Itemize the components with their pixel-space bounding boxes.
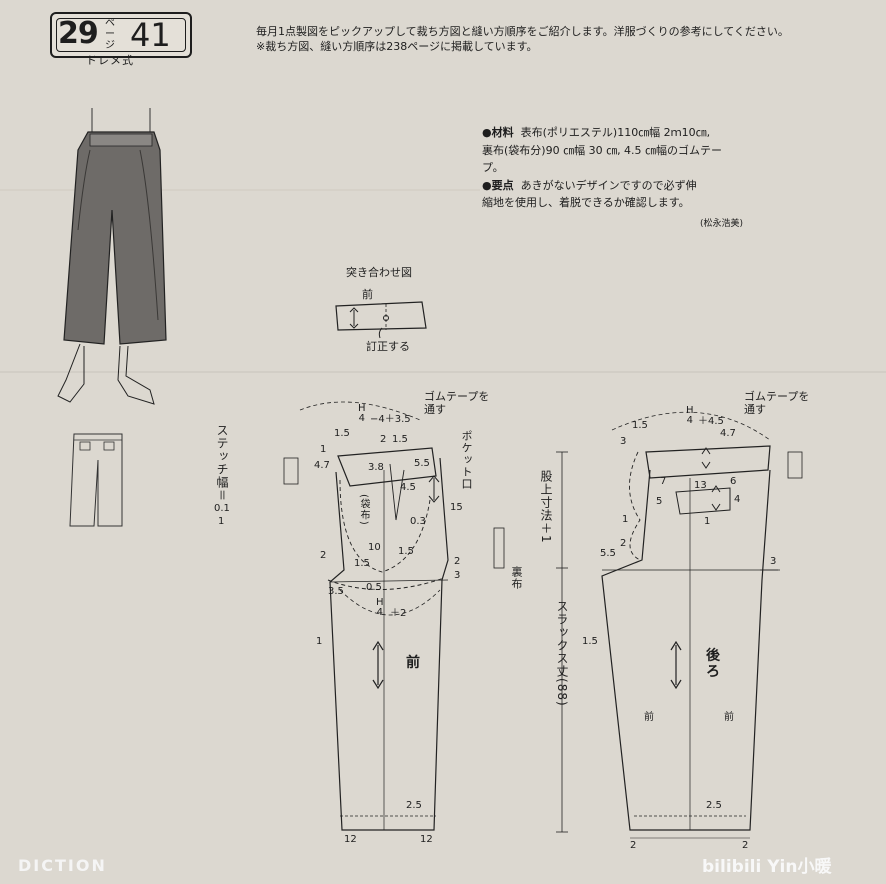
page-kana: ペ ー ジ <box>105 18 115 51</box>
back-m-2-c: 2 <box>742 840 749 851</box>
back-m-2-a: 2 <box>630 840 637 851</box>
materials-line-1: 表布(ポリエステル)110㎝幅 2ｍ10㎝, <box>520 126 711 139</box>
keypoints-line-1: あきがないデザインですので必ず伸 <box>520 178 697 192</box>
front-m-2-a: 2 <box>380 434 387 445</box>
back-waist-formula: H 4 <box>686 406 694 426</box>
back-m-13: 13 <box>694 480 707 491</box>
front-pocket-label: ポケット口 <box>460 430 473 490</box>
front-hip-rest: ＋2 <box>390 608 407 619</box>
joint-front: 前 <box>362 288 373 301</box>
intro-line-1: 毎月1点製図をピックアップして裁ち方図と縫い方順序をご紹介します。洋服づくりの参… <box>256 25 789 38</box>
front-lining: 裏布 <box>510 566 523 590</box>
back-m-4: 4 <box>734 494 741 505</box>
pattern-number: 41 <box>130 16 171 54</box>
back-title: 後ろ <box>706 648 720 680</box>
front-m-1-a: 1 <box>320 444 327 455</box>
front-waist-rest: −4＋3.5 <box>370 414 411 425</box>
front-m-4-7: 4.7 <box>314 460 330 471</box>
back-waist-4: 4 <box>686 415 693 426</box>
front-m-12-b: 12 <box>420 834 433 845</box>
joint-title: 突き合わせ図 <box>346 266 412 279</box>
back-front-ref-2: 前 <box>724 712 734 723</box>
materials-line-2: 裏布(袋布分)90 ㎝幅 30 ㎝, 4.5 ㎝幅のゴムテー <box>482 143 723 157</box>
stitch-label: ステッチ幅＝ <box>214 424 231 502</box>
length-measure: スラックス丈(88) <box>555 600 569 707</box>
front-waist-4: 4 <box>358 413 365 424</box>
length-label: スラックス丈 <box>555 600 569 678</box>
materials-block: ●材料 表布(ポリエステル)110㎝幅 2ｍ10㎝, 裏布(袋布分)90 ㎝幅 … <box>482 124 782 212</box>
keypoints-line-2: 縮地を使用し、着脱できるか確認します。 <box>482 196 690 209</box>
stitch-label-text: ステッチ幅＝ <box>215 424 229 503</box>
intro-line-2: ※裁ち方図、縫い方順序は238ページに掲載しています。 <box>256 40 538 53</box>
back-m-6: 6 <box>730 476 737 487</box>
back-m-5-5: 5.5 <box>600 548 616 559</box>
magazine-name: ドレメ式 <box>86 54 134 67</box>
back-m-3: 3 <box>620 436 627 447</box>
back-pattern-piece <box>601 411 803 839</box>
front-m-1-b: 1 <box>316 636 323 647</box>
page-number: 29 <box>58 16 99 51</box>
back-m-1-a: 1 <box>704 516 711 527</box>
front-m-1-5-b: 1.5 <box>392 434 408 445</box>
front-m-2-c: 2 <box>454 556 461 567</box>
front-m-15: 15 <box>450 502 463 513</box>
back-m-2-5: 2.5 <box>706 800 722 811</box>
keypoints-label: ●要点 <box>482 178 514 192</box>
front-bag-cloth: (袋布) <box>358 494 369 526</box>
front-m-3-5: 3.5 <box>328 586 344 597</box>
watermark-left: DICTION <box>18 856 107 875</box>
page-badge: 29 ペ ー ジ 41 <box>50 12 192 58</box>
stitch-value-2: 1 <box>218 516 225 527</box>
back-m-3-b: 3 <box>770 556 777 567</box>
pants-illustration <box>57 108 167 405</box>
front-m-10: 10 <box>368 542 381 553</box>
materials-label: ●材料 <box>482 126 514 139</box>
joint-adjust: 訂正する <box>366 340 410 353</box>
length-value: 88 <box>555 683 569 701</box>
crotch-measure: 股上寸法＋1 <box>539 470 553 544</box>
front-m-3-8: 3.8 <box>368 462 384 473</box>
front-m-1-5-d: 1.5 <box>354 558 370 569</box>
stitch-value-1: 0.1 <box>214 503 230 514</box>
front-hip-formula: H 4 <box>376 598 384 618</box>
front-waist-formula: H 4 <box>358 404 366 424</box>
front-waist-h: H <box>358 403 366 414</box>
front-m-1-5-a: 1.5 <box>334 428 350 439</box>
author: (松永浩美) <box>700 219 744 229</box>
watermark-right: bilibili Yin小暖 <box>702 857 832 877</box>
back-front-ref-1: 前 <box>644 712 654 723</box>
back-rubber-note: ゴムテープを 通す <box>744 390 810 416</box>
back-m-2: 2 <box>620 538 627 549</box>
back-m-1-5: 1.5 <box>632 420 648 431</box>
front-m-0-5: 0.5 <box>366 582 382 593</box>
intro-text: 毎月1点製図をピックアップして裁ち方図と縫い方順序をご紹介します。洋服づくりの参… <box>256 24 789 54</box>
back-waist-h: H <box>686 405 694 416</box>
back-m-7: 7 <box>660 476 667 487</box>
back-waist-rest: ＋4.5 <box>698 416 724 427</box>
back-m-4-7: 4.7 <box>720 428 736 439</box>
front-rubber-note: ゴムテープを 通す <box>424 390 490 416</box>
front-title: 前 <box>406 655 420 671</box>
back-m-1-5-b: 1.5 <box>582 636 598 647</box>
front-hip-4: 4 <box>376 607 383 618</box>
front-pattern-piece <box>283 401 505 831</box>
pants-flat-sketch <box>69 433 123 527</box>
front-hip-h: H <box>376 597 384 608</box>
center-measurement <box>556 451 568 833</box>
front-m-4-5: 4.5 <box>400 482 416 493</box>
back-m-1-b: 1 <box>622 514 629 525</box>
front-m-5-5: 5.5 <box>414 458 430 469</box>
front-m-3: 3 <box>454 570 461 581</box>
front-m-2-5: 2.5 <box>406 800 422 811</box>
back-m-5: 5 <box>656 496 663 507</box>
front-m-1-5-c: 1.5 <box>398 546 414 557</box>
materials-line-3: プ。 <box>482 161 504 174</box>
joint-diagram <box>335 301 427 339</box>
front-m-12-a: 12 <box>344 834 357 845</box>
front-m-2-b: 2 <box>320 550 327 561</box>
front-m-0-3: 0.3 <box>410 516 426 527</box>
